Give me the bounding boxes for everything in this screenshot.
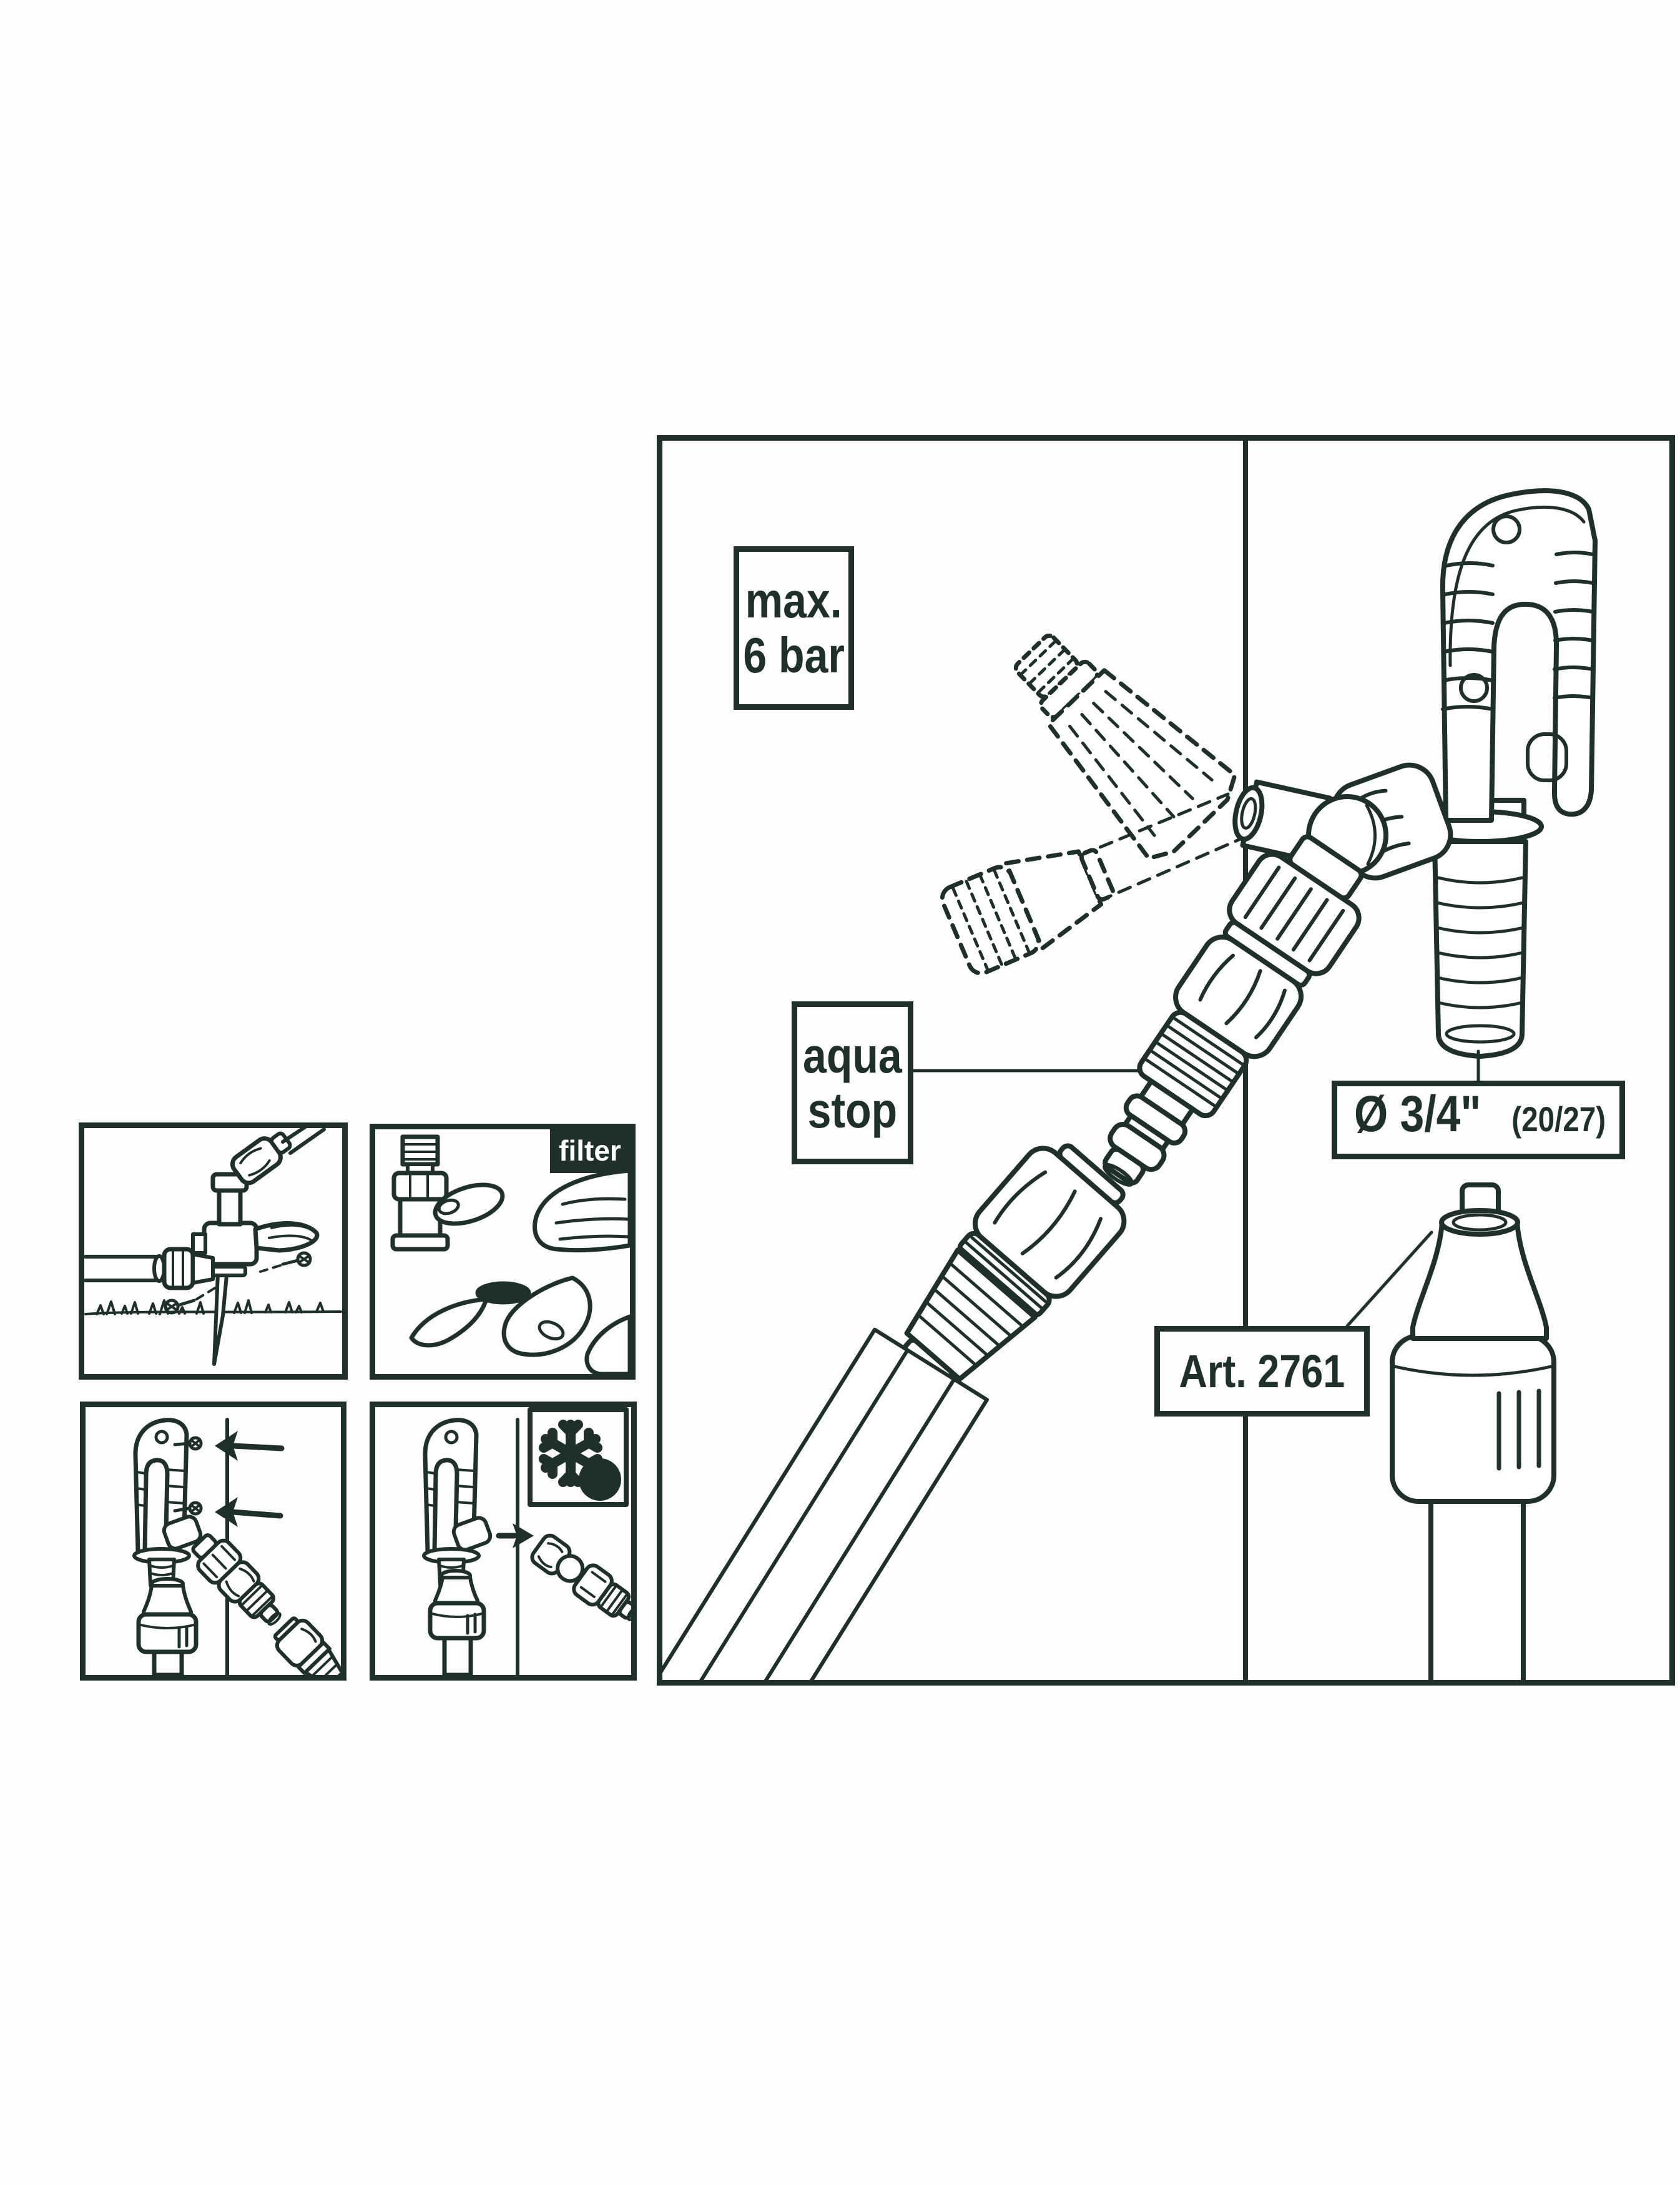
diameter-main-text: Ø 3/4"	[1353, 1086, 1481, 1142]
main-illustration-panel: max. 6 bar aqua stop Ø 3/4" (20/27) Art.…	[657, 435, 1675, 1686]
panel-mounting	[80, 1402, 346, 1681]
screw-icon	[173, 1501, 203, 1516]
screw-icon	[173, 1436, 203, 1451]
detached-adapter-illustration	[530, 1533, 631, 1621]
hose-connector-illustration	[273, 1616, 341, 1675]
mini-tap-illustration	[422, 1418, 493, 1592]
two-way-adapter-illustration	[1103, 762, 1453, 1187]
aqua-stop-line1: aqua	[803, 1027, 902, 1083]
tap-adapter-art2761-illustration	[1390, 1182, 1556, 1680]
grass-illustration	[84, 1299, 342, 1315]
phantom-tap-connector-illustration	[1013, 633, 1237, 861]
phantom-guide-line-lower	[1098, 832, 1254, 903]
main-illustration	[662, 441, 1598, 1680]
arrow-left-icon	[215, 1431, 285, 1461]
spike-sprinkler-tap-illustration	[191, 1128, 326, 1366]
checkmark-icon	[579, 1458, 621, 1501]
diameter-label: Ø 3/4" (20/27)	[1332, 1081, 1625, 1159]
hose-with-fitting-illustration	[84, 1247, 215, 1290]
filter-badge-text: filter	[559, 1134, 621, 1167]
attached-adapter-illustration	[191, 1533, 282, 1626]
phantom-guide-line-upper	[1079, 792, 1230, 857]
arrow-right-icon	[496, 1523, 534, 1548]
garden-tap-illustration	[1417, 488, 1598, 1059]
max-pressure-label: max. 6 bar	[734, 546, 854, 710]
article-leader-line	[1345, 1230, 1433, 1328]
pipe-adapter-illustration	[428, 1569, 486, 1675]
hand-holding-connector-illustration	[390, 1134, 630, 1253]
panel-frost-protection	[370, 1402, 637, 1681]
frost-ok-badge	[528, 1407, 629, 1507]
aqua-stop-label: aqua stop	[792, 1001, 913, 1164]
garden-hose-illustration	[662, 1327, 989, 1680]
max-pressure-line1: max.	[745, 572, 842, 628]
aqua-stop-line2: stop	[807, 1082, 898, 1138]
fingers-holding-filter-illustration	[409, 1275, 630, 1374]
pipe-adapter-illustration	[136, 1577, 199, 1675]
arrow-left-icon	[215, 1497, 283, 1527]
filter-disc	[477, 1283, 529, 1303]
article-number-label: Art. 2761	[1154, 1326, 1370, 1417]
panel-filter: filter	[370, 1124, 636, 1380]
article-number-text: Art. 2761	[1179, 1345, 1345, 1397]
threaded-connector-illustration	[390, 1134, 450, 1252]
mini-tap-illustration	[132, 1418, 203, 1592]
filter-badge: filter	[550, 1129, 630, 1173]
diameter-secondary-text: (20/27)	[1511, 1099, 1606, 1139]
max-pressure-line2: 6 bar	[743, 627, 845, 683]
screw-icon	[164, 1284, 220, 1315]
screw-icon	[259, 1251, 312, 1273]
panel-spike-assembly	[79, 1122, 348, 1380]
phantom-coupler-illustration	[940, 848, 1116, 976]
